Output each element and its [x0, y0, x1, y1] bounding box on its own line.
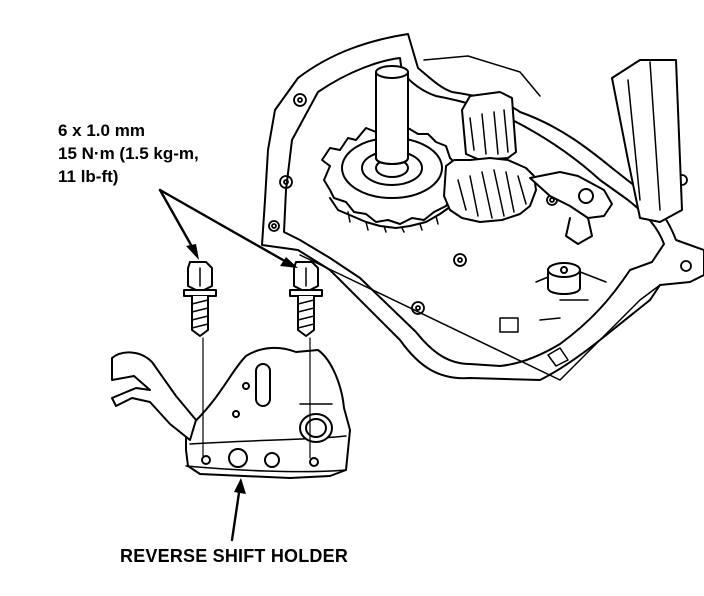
part-label: REVERSE SHIFT HOLDER [120, 546, 349, 566]
input-shaft [375, 65, 409, 165]
housing-pillar [611, 59, 683, 223]
arrowheads [186, 244, 298, 268]
torque-spec-value: 15 N·m (1.5 kg-m, [58, 144, 199, 163]
bolt-alignment-lines [202, 337, 311, 459]
bolt-left [183, 261, 217, 337]
torque-spec-value-imperial: 11 lb-ft) [58, 167, 119, 186]
torque-spec-size: 6 x 1.0 mm [58, 121, 145, 140]
bolt-right [289, 261, 323, 337]
helical-gear-stack [423, 55, 541, 223]
dowel-boss [547, 262, 581, 295]
label-arrow [230, 478, 246, 542]
callout-arrows [158, 188, 292, 266]
reverse-shift-holder [111, 346, 351, 479]
shift-lever [529, 171, 613, 245]
